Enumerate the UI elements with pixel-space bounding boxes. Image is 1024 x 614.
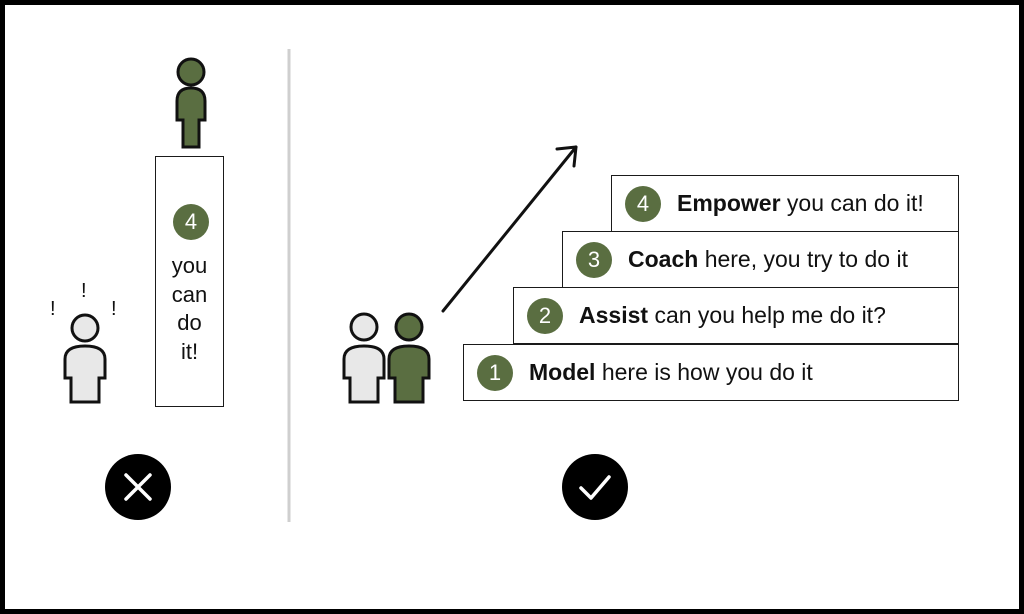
pillar-text: you can do it! <box>156 252 223 366</box>
pillar-step-number: 4 <box>173 204 209 240</box>
step-assist: 2 Assist can you help me do it? <box>513 287 959 344</box>
exclamation-mark: ! <box>111 298 117 320</box>
pillar-text-line: do <box>177 310 202 335</box>
pillar-text-line: you <box>171 253 208 278</box>
step-text: you can do it! <box>786 190 924 216</box>
step-number: 3 <box>576 241 612 278</box>
step-number: 1 <box>477 354 513 391</box>
step-empower: 4 Empower you can do it! <box>611 175 959 232</box>
step-title: Assist <box>579 302 649 328</box>
step-title: Model <box>529 359 596 385</box>
diagram-artwork <box>63 49 628 522</box>
check-icon <box>562 454 628 520</box>
progress-arrow-icon <box>441 145 578 313</box>
step-text: can you help me do it? <box>654 302 886 328</box>
person-on-pillar-icon <box>175 57 207 149</box>
step-label: Coach here, you try to do it <box>628 246 908 273</box>
overwhelmed-person-icon <box>63 313 107 404</box>
exclamation-mark: ! <box>81 280 87 302</box>
step-title: Empower <box>677 190 781 216</box>
step-text: here, you try to do it <box>704 246 908 272</box>
step-number: 4 <box>625 185 661 222</box>
step-label: Assist can you help me do it? <box>579 302 886 329</box>
exclamation-mark: ! <box>50 298 56 320</box>
step-title: Coach <box>628 246 699 272</box>
pillar-box: 4 you can do it! <box>155 156 224 407</box>
cross-icon <box>105 454 171 520</box>
step-text: here is how you do it <box>601 359 813 385</box>
step-label: Empower you can do it! <box>677 190 924 217</box>
step-label: Model here is how you do it <box>529 359 813 386</box>
step-number: 2 <box>527 297 563 334</box>
pillar-text-line: it! <box>180 338 199 364</box>
pillar-text-line: can <box>171 281 208 307</box>
mentor-person-icon <box>387 312 431 404</box>
learner-person-icon <box>342 312 386 404</box>
step-coach: 3 Coach here, you try to do it <box>562 231 959 288</box>
step-model: 1 Model here is how you do it <box>463 344 959 401</box>
